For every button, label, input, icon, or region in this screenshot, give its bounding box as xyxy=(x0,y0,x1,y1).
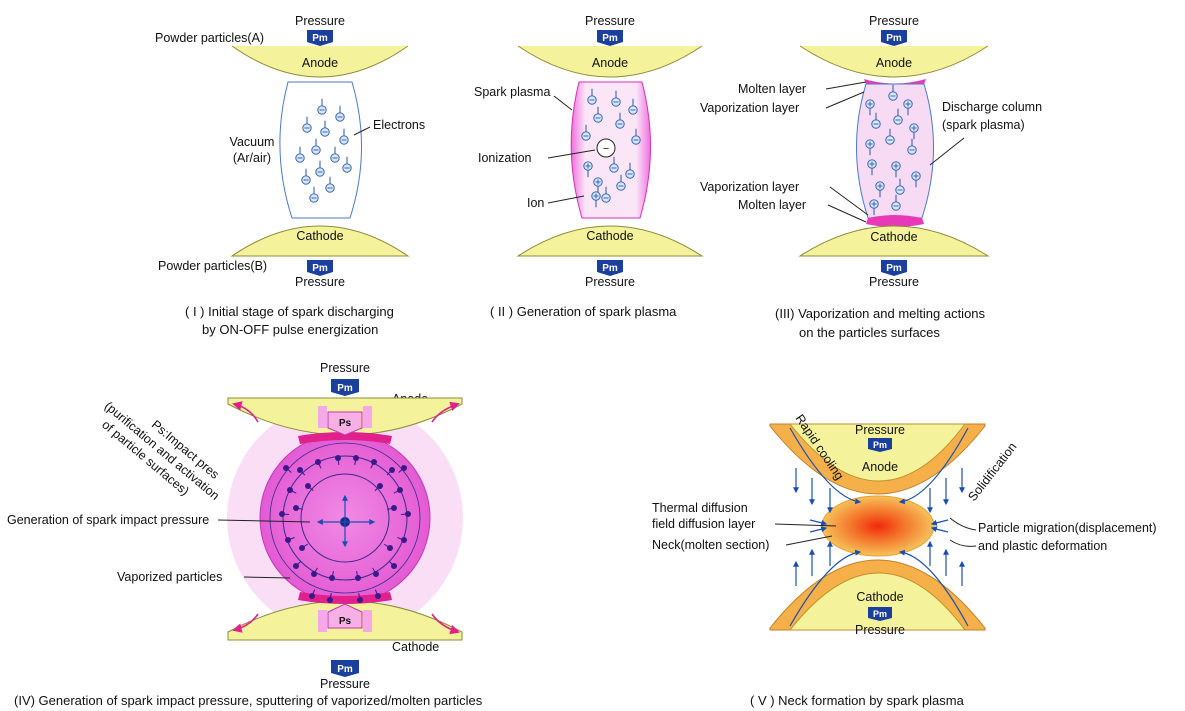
panel2-caption: ( II ) Generation of spark plasma xyxy=(490,304,677,319)
panel5-thermal-sublabel: field diffusion layer xyxy=(652,517,755,531)
panel-2-spark-plasma: Pressure Pm Anode Cathode Pm Pressure Sp… xyxy=(474,14,702,319)
panel1-powder-b-label: Powder particles(B) xyxy=(158,259,267,273)
panel4-pm-badge-bottom: Pm xyxy=(331,660,359,677)
panel1-electrons-label: Electrons xyxy=(373,118,425,132)
panel5-caption: ( V ) Neck formation by spark plasma xyxy=(750,693,965,708)
panel-5-neck-formation: Pressure Pm Anode Cathode Pm Pressure xyxy=(652,412,1157,708)
svg-text:Pm: Pm xyxy=(337,383,353,394)
panel5-pressure-bottom: Pressure xyxy=(855,623,905,637)
panel1-vacuum-sublabel: (Ar/air) xyxy=(233,151,271,165)
panel1-pressure-top: Pressure xyxy=(295,14,345,28)
panel3-vaporization-bottom-label: Vaporization layer xyxy=(700,180,799,194)
panel1-vacuum-column xyxy=(280,82,362,218)
panel-1-initial-stage: Pressure Powder particles(A) Pm Anode Ca… xyxy=(155,14,425,337)
panel3-caption-line2: on the particles surfaces xyxy=(799,325,940,340)
panel1-caption-line1: ( I ) Initial stage of spark discharging xyxy=(185,304,394,319)
svg-text:Pm: Pm xyxy=(602,263,618,274)
svg-text:Pm: Pm xyxy=(602,33,618,44)
svg-text:Pm: Pm xyxy=(873,609,887,619)
panel1-vacuum-label: Vacuum xyxy=(230,135,275,149)
panel4-cathode-label: Cathode xyxy=(392,640,439,654)
svg-text:Pm: Pm xyxy=(886,263,902,274)
panel3-caption-line1: (III) Vaporization and melting actions xyxy=(775,306,986,321)
svg-text:−: − xyxy=(603,143,609,155)
panel3-pressure-bottom: Pressure xyxy=(869,275,919,289)
panel4-impact-label: Ps:Impact pres (purification and activat… xyxy=(92,387,233,516)
panel3-discharge-label: Discharge column xyxy=(942,100,1042,114)
svg-text:Pm: Pm xyxy=(337,664,353,675)
panel5-pressure-top: Pressure xyxy=(855,423,905,437)
panel2-pm-badge-top: Pm xyxy=(597,30,623,46)
svg-text:Pm: Pm xyxy=(312,263,328,274)
panel4-generation-label: Generation of spark impact pressure xyxy=(7,513,209,527)
svg-text:Pm: Pm xyxy=(873,440,887,450)
panel4-pressure-bottom: Pressure xyxy=(320,677,370,691)
panel3-molten-layer-bottom xyxy=(866,215,924,227)
panel1-pm-badge-top: Pm xyxy=(307,30,333,46)
panel1-caption-line2: by ON-OFF pulse energization xyxy=(202,322,378,337)
panel2-ion-label: Ion xyxy=(527,196,544,210)
panel5-thermal-label: Thermal diffusion xyxy=(652,501,748,515)
panel5-migration-label: Particle migration(displacement) xyxy=(978,521,1157,535)
panel2-spark-plasma-label: Spark plasma xyxy=(474,85,550,99)
panel3-discharge-sublabel: (spark plasma) xyxy=(942,118,1025,132)
panel4-pressure-top: Pressure xyxy=(320,361,370,375)
panel5-pm-badge-top: Pm xyxy=(868,438,892,452)
panel1-cathode-label: Cathode xyxy=(296,229,343,243)
panel2-pm-badge-bottom: Pm xyxy=(597,260,623,276)
panel2-pressure-bottom: Pressure xyxy=(585,275,635,289)
panel2-anode-label: Anode xyxy=(592,56,628,70)
svg-text:Ps: Ps xyxy=(339,616,352,627)
panel3-cathode-label: Cathode xyxy=(870,230,917,244)
panel2-cathode-label: Cathode xyxy=(586,229,633,243)
panel5-neck-label: Neck(molten section) xyxy=(652,538,769,552)
svg-text:(purification and activation: (purification and activation xyxy=(102,399,222,503)
panel2-pressure-top: Pressure xyxy=(585,14,635,28)
panel2-ionization-label: Ionization xyxy=(478,151,532,165)
panel1-pm-badge-bottom: Pm xyxy=(307,260,333,276)
panel5-migration-sublabel: and plastic deformation xyxy=(978,539,1107,553)
panel3-pressure-top: Pressure xyxy=(869,14,919,28)
svg-text:Pm: Pm xyxy=(312,33,328,44)
panel4-pm-badge-top: Pm xyxy=(331,379,359,396)
panel5-solidification-label: Solidification xyxy=(965,440,1019,504)
panel1-anode-label: Anode xyxy=(302,56,338,70)
panel3-molten-bottom-label: Molten layer xyxy=(738,198,806,212)
panel3-pm-badge-bottom: Pm xyxy=(881,260,907,276)
panel-4-impact-pressure: Pressure Pm Anode Ps Ps xyxy=(7,361,483,708)
panel3-vaporization-top-label: Vaporization layer xyxy=(700,101,799,115)
panel4-vaporized-label: Vaporized particles xyxy=(117,570,222,584)
panel4-caption: (IV) Generation of spark impact pressure… xyxy=(14,693,483,708)
panel1-pressure-bottom: Pressure xyxy=(295,275,345,289)
panel5-neck xyxy=(822,496,934,556)
panel3-pm-badge-top: Pm xyxy=(881,30,907,46)
panel5-anode-label: Anode xyxy=(862,460,898,474)
panel5-cathode-label: Cathode xyxy=(856,590,903,604)
svg-text:Ps: Ps xyxy=(339,418,352,429)
panel3-molten-top-label: Molten layer xyxy=(738,82,806,96)
panel-3-vaporization-melting: Pressure Pm Anode Cathode Pm Pressure Mo… xyxy=(700,14,1042,340)
panel3-anode-label: Anode xyxy=(876,56,912,70)
panel1-powder-a-label: Powder particles(A) xyxy=(155,31,264,45)
svg-text:Pm: Pm xyxy=(886,33,902,44)
